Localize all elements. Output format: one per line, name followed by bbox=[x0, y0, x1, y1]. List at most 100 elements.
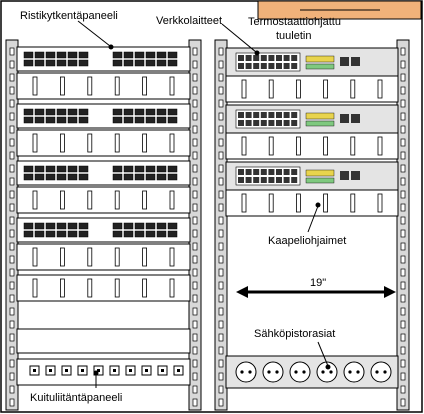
patch-port bbox=[34, 116, 45, 124]
outlet-pin bbox=[302, 370, 306, 374]
cable-ring bbox=[268, 193, 274, 213]
switch-port bbox=[238, 177, 244, 183]
cable-manager bbox=[225, 189, 399, 217]
patch-port bbox=[78, 222, 89, 230]
rail-slot bbox=[400, 242, 406, 251]
rail-slot bbox=[192, 268, 198, 277]
switch-port bbox=[238, 169, 244, 175]
outlet bbox=[235, 361, 257, 383]
label-fan-line1: Termostaattiohjattu bbox=[248, 16, 341, 28]
fiber-ports bbox=[29, 365, 184, 376]
patch-panel bbox=[16, 217, 191, 243]
switch-port bbox=[283, 112, 290, 118]
rail-slot bbox=[9, 359, 15, 368]
patch-port bbox=[134, 116, 145, 124]
fiber-port-core bbox=[33, 369, 36, 372]
outlet-pin bbox=[383, 370, 387, 374]
rail-slot bbox=[400, 229, 406, 238]
rail-slot bbox=[218, 398, 224, 407]
uplink-port bbox=[351, 57, 360, 66]
cable-ring bbox=[295, 79, 301, 99]
patch-port bbox=[78, 51, 89, 59]
cable-ring bbox=[32, 247, 38, 267]
rail-slot bbox=[192, 229, 198, 238]
rail-slot bbox=[218, 164, 224, 173]
switch-port bbox=[291, 55, 298, 61]
rail-slot bbox=[9, 242, 15, 251]
patch-port bbox=[123, 108, 134, 116]
cable-ring bbox=[32, 133, 38, 153]
rail-slot bbox=[218, 229, 224, 238]
patch-port bbox=[45, 108, 56, 116]
patch-port bbox=[67, 165, 78, 173]
patch-port bbox=[56, 173, 67, 181]
switch-port bbox=[260, 177, 267, 183]
cable-ring bbox=[87, 278, 93, 298]
cable-ring bbox=[60, 278, 65, 298]
switch-port bbox=[253, 63, 260, 69]
switch-port bbox=[276, 112, 282, 118]
switch-port bbox=[283, 120, 290, 126]
right-cable-managers bbox=[225, 75, 399, 217]
patch-port bbox=[112, 59, 123, 67]
patch-port bbox=[134, 222, 145, 230]
cable-ring bbox=[87, 76, 93, 96]
rail-slot bbox=[192, 151, 198, 160]
rail-slot bbox=[400, 385, 406, 394]
rail-slot bbox=[400, 86, 406, 95]
rail-slot bbox=[218, 307, 224, 316]
rail-slot bbox=[218, 385, 224, 394]
uplink-port bbox=[351, 171, 360, 180]
cable-ring bbox=[32, 76, 38, 96]
patch-port bbox=[134, 59, 145, 67]
patch-port bbox=[34, 165, 45, 173]
rail-slot bbox=[9, 73, 15, 82]
rail-slot bbox=[9, 86, 15, 95]
rail-slot bbox=[9, 294, 15, 303]
patch-port bbox=[123, 222, 134, 230]
rail-slot bbox=[192, 99, 198, 108]
rail-slot bbox=[400, 359, 406, 368]
rail-slot bbox=[9, 281, 15, 290]
switch-port bbox=[276, 63, 282, 69]
rail-slot bbox=[400, 125, 406, 134]
cable-ring bbox=[268, 79, 274, 99]
cable-ring bbox=[142, 278, 148, 298]
rail-slot bbox=[218, 216, 224, 225]
label-power-strip: Sähköpistorasiat bbox=[254, 328, 336, 340]
patch-port bbox=[112, 222, 123, 230]
cable-ring bbox=[142, 133, 148, 153]
rail-slot bbox=[9, 99, 15, 108]
rail-slot bbox=[192, 294, 198, 303]
patch-port bbox=[134, 51, 145, 59]
switch-port bbox=[268, 169, 275, 175]
cable-ring bbox=[60, 76, 65, 96]
patch-port bbox=[45, 230, 56, 238]
rail-slot bbox=[218, 99, 224, 108]
rail-slot bbox=[400, 281, 406, 290]
rail-slot bbox=[9, 47, 15, 56]
patch-port bbox=[67, 173, 78, 181]
rail-slot bbox=[192, 346, 198, 355]
cable-ring bbox=[268, 136, 274, 156]
rail-slot bbox=[192, 333, 198, 342]
rail-slot bbox=[400, 190, 406, 199]
patch-port bbox=[145, 51, 156, 59]
patch-port bbox=[145, 59, 156, 67]
rail-slot bbox=[400, 60, 406, 69]
patch-port bbox=[145, 173, 156, 181]
right-rack-rail-left bbox=[214, 39, 228, 411]
patch-port bbox=[67, 59, 78, 67]
label-patch-panel: Ristikytkentäpaneeli bbox=[20, 10, 118, 22]
cable-ring bbox=[241, 136, 247, 156]
patch-port bbox=[23, 165, 34, 173]
switch-port bbox=[283, 55, 290, 61]
rail-slot bbox=[218, 268, 224, 277]
cable-ring bbox=[295, 193, 301, 213]
rail-slot bbox=[218, 60, 224, 69]
switch-port bbox=[260, 63, 267, 69]
cable-manager bbox=[16, 72, 191, 100]
switch-port bbox=[253, 55, 260, 61]
uplink-port bbox=[340, 114, 349, 123]
